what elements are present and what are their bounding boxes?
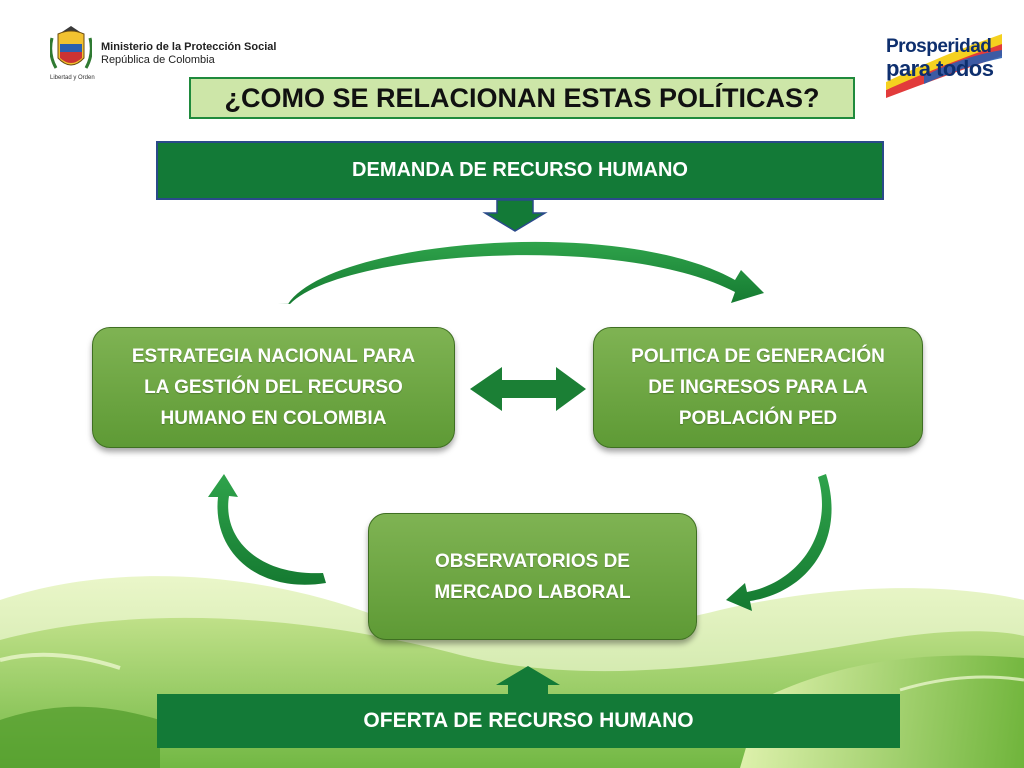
node-line: ESTRATEGIA NACIONAL PARA	[131, 346, 416, 367]
coat-of-arms-icon	[50, 26, 92, 69]
estrategia-nacional-node: ESTRATEGIA NACIONAL PARA LA GESTIÓN DEL …	[92, 327, 455, 448]
prosperidad-logo: Prosperidad para todos	[884, 32, 1002, 98]
observatorios-node: OBSERVATORIOS DE MERCADO LABORAL	[368, 513, 697, 640]
logo-caption: Libertad y Orden	[50, 75, 95, 81]
brand-swoosh-icon	[886, 34, 1002, 98]
node-line: DE INGRESOS PARA LA	[648, 377, 868, 398]
node-line: POBLACIÓN PED	[678, 408, 838, 429]
demanda-band: DEMANDA DE RECURSO HUMANO	[156, 141, 884, 200]
node-line: MERCADO LABORAL	[434, 581, 631, 603]
ministry-line2: República de Colombia	[101, 54, 215, 66]
slide-title: ¿COMO SE RELACIONAN ESTAS POLÍTICAS?	[189, 77, 855, 119]
brand-line2: para todos	[886, 56, 994, 81]
ministry-line1: Ministerio de la Protección Social	[101, 41, 277, 53]
politica-ingresos-node: POLITICA DE GENERACIÓN DE INGRESOS PARA …	[593, 327, 923, 448]
oferta-band: OFERTA DE RECURSO HUMANO	[157, 694, 900, 748]
node-line: LA GESTIÓN DEL RECURSO	[144, 377, 403, 398]
node-line: HUMANO EN COLOMBIA	[160, 408, 387, 429]
node-line: OBSERVATORIOS DE	[435, 550, 630, 572]
brand-line1: Prosperidad	[886, 36, 992, 57]
ministry-name: Ministerio de la Protección Social Repúb…	[101, 41, 276, 67]
node-line: POLITICA DE GENERACIÓN	[631, 346, 885, 367]
